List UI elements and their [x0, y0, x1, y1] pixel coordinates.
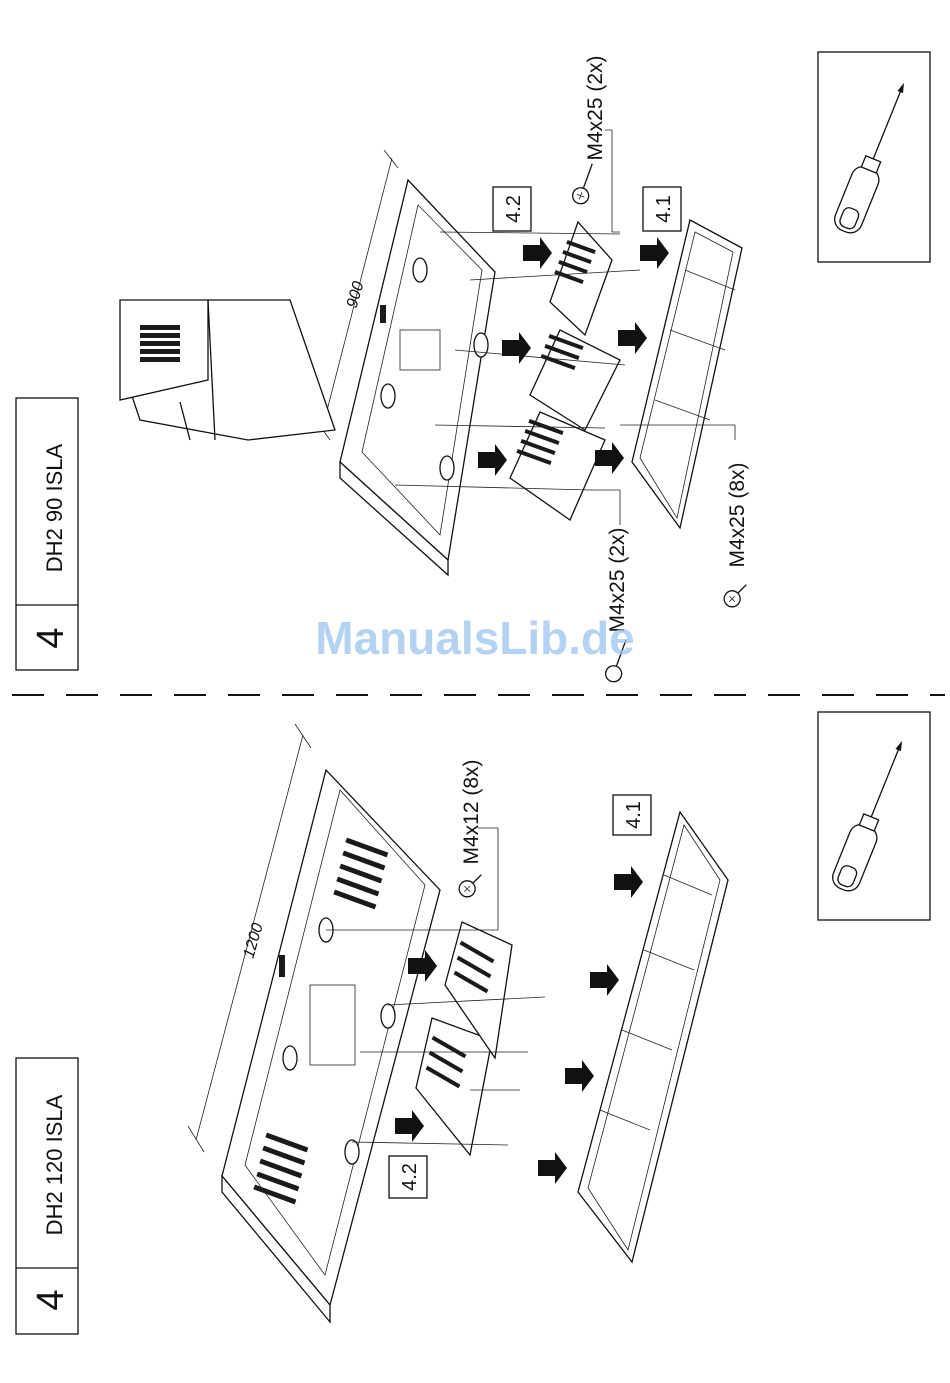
top-step-number: 4 — [30, 627, 72, 648]
top-grille-panels — [510, 222, 620, 520]
bottom-section: 4 DH2 120 ISLA 1200 — [16, 712, 930, 1334]
top-control-panel — [380, 305, 386, 323]
top-arrow-3 — [523, 237, 552, 269]
bottom-arrow-1 — [395, 1110, 424, 1142]
top-arrow-2 — [502, 332, 531, 364]
top-callout-grille-label: 4.2 — [503, 195, 525, 223]
bottom-arrow-6 — [614, 866, 643, 898]
bottom-light-2 — [283, 1046, 297, 1070]
top-tool-box — [818, 52, 930, 262]
top-callout-grille: 4.2 — [493, 187, 531, 231]
top-callout-filter: 4.1 — [643, 187, 681, 231]
top-arrow-6 — [640, 237, 669, 269]
top-section: 4 DH2 90 ISLA 900 — [16, 52, 930, 684]
bottom-grille-panels — [416, 922, 512, 1155]
screwdriver-icon — [831, 78, 917, 237]
bottom-filter-panel — [578, 812, 728, 1262]
bottom-screw-label: M4x12 (8x) — [460, 759, 483, 864]
top-arrow-1 — [478, 444, 507, 476]
top-screw-top-label: M4x25 (2x) — [584, 55, 607, 160]
bottom-arrow-4 — [565, 1060, 594, 1092]
bottom-callout-grille: 4.2 — [389, 1156, 427, 1198]
bottom-light-3 — [381, 1004, 395, 1028]
bottom-arrow-3 — [538, 1152, 567, 1184]
top-light-3 — [440, 456, 454, 480]
top-model-label: DH2 90 ISLA — [42, 443, 67, 572]
bottom-step-number: 4 — [30, 1289, 72, 1310]
bottom-dimension-label: 1200 — [241, 921, 267, 960]
watermark: ManualsLib.de — [315, 612, 634, 664]
bottom-hood-body — [222, 770, 440, 1322]
bottom-light-4 — [345, 1140, 359, 1164]
bottom-callout-filter-label: 4.1 — [623, 801, 645, 829]
top-dimension-label: 900 — [344, 279, 368, 309]
top-light-2 — [381, 384, 395, 408]
bottom-arrow-5 — [590, 964, 619, 996]
top-screw-middle-label: M4x25 (8x) — [726, 462, 749, 567]
bottom-tool-box — [818, 712, 930, 920]
top-light-1 — [413, 258, 427, 282]
top-title-box: 4 DH2 90 ISLA — [16, 398, 78, 670]
bottom-control-panel — [279, 955, 285, 977]
top-arrow-5 — [618, 322, 647, 354]
top-light-4 — [474, 333, 488, 357]
screwdriver-icon — [829, 736, 915, 895]
bottom-screw: M4x12 (8x) — [456, 759, 498, 930]
top-hood-body — [340, 180, 495, 575]
bottom-model-label: DH2 120 ISLA — [42, 1094, 67, 1235]
top-chimney — [120, 300, 335, 440]
bottom-callout-grille-label: 4.2 — [399, 1163, 421, 1191]
bottom-title-box: 4 DH2 120 ISLA — [16, 1058, 78, 1334]
bottom-callout-filter: 4.1 — [613, 795, 651, 835]
top-callout-filter-label: 4.1 — [653, 195, 675, 223]
top-screw-top: M4x25 (2x) — [570, 55, 620, 232]
